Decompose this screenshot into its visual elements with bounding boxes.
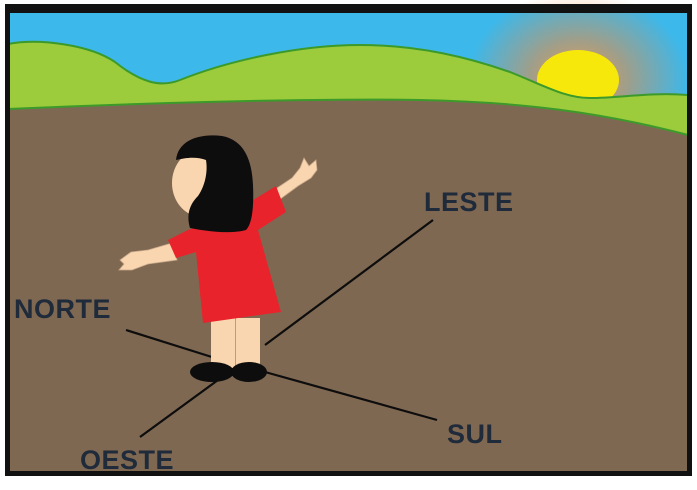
label-west: OESTE [80,445,174,475]
label-south: SUL [447,419,503,449]
south-line [264,370,438,422]
north-line [125,328,216,360]
ground-edge [7,98,689,136]
label-north: NORTE [14,294,111,324]
left-arm [118,242,178,271]
west-line [139,379,219,438]
right-shoe [231,362,267,382]
east-line [264,219,434,346]
dress [168,186,286,323]
girl-figure [118,135,318,382]
ground [8,99,688,476]
left-leg [211,318,235,368]
right-leg [236,318,260,368]
left-shoe [190,362,234,382]
label-east: LESTE [424,187,514,217]
hair [176,135,254,233]
